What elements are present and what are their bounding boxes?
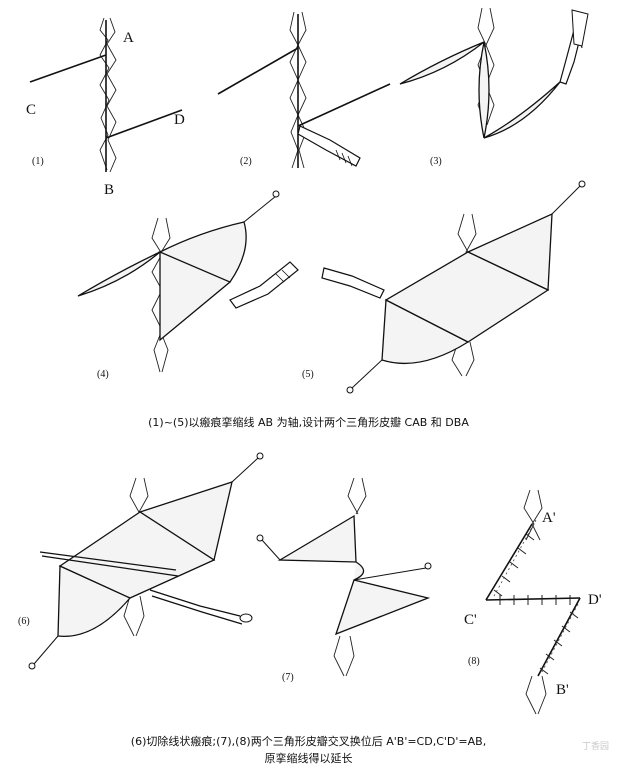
incision-bd [105, 109, 183, 139]
panel-7: (7) [256, 477, 432, 683]
incision-ca [29, 54, 107, 83]
panel-number: (3) [430, 156, 442, 167]
panel-number: (4) [97, 369, 109, 380]
flap-cab [381, 298, 470, 365]
caption-bottom-line2: 原挛缩线得以延长 [264, 752, 353, 765]
scar-excision-bed [384, 251, 550, 343]
panel-number: (7) [282, 672, 294, 683]
panel-5: (5) [302, 180, 586, 394]
caption-bottom-line1: (6)切除线状瘢痕;(7),(8)两个三角形皮瓣交叉换位后 A'B'=CD,C'… [130, 735, 487, 748]
label-b: B [104, 182, 114, 198]
incision-ca [217, 47, 299, 95]
incision-bd [297, 83, 391, 127]
label-a-prime: A' [542, 510, 556, 526]
opened-incision-ca [399, 41, 485, 85]
label-a: A [123, 30, 134, 46]
scissors-icon [149, 589, 253, 625]
label-d-prime: D' [588, 592, 602, 608]
caption-top: (1)~(5)以瘢痕挛缩线 AB 为轴,设计两个三角形皮瓣 CAB 和 DBA [148, 416, 469, 429]
flap-cab [57, 565, 132, 637]
flap-cab-outer [159, 221, 247, 283]
scalpel-icon [297, 125, 361, 167]
traction-suture [243, 195, 277, 223]
scalpel-icon [559, 9, 589, 85]
panel-number: (5) [302, 369, 314, 380]
incision-ca-open [77, 251, 161, 297]
scar-line-ab [99, 17, 117, 173]
label-c-prime: C' [464, 612, 477, 628]
scalpel-icon [321, 267, 385, 299]
panel-1: A B C D (1) [26, 17, 185, 198]
panel-4: (4) [77, 190, 299, 380]
transposed-flap-dba [277, 514, 357, 563]
label-c: C [26, 102, 36, 118]
transposed-flap-cab [334, 579, 431, 636]
sutured-z-line [485, 519, 581, 677]
forceps-icon [39, 551, 179, 577]
label-d: D [174, 112, 185, 128]
panel-number: (1) [32, 156, 44, 167]
panel-2: (2) [217, 11, 391, 169]
excised-scar-bed [58, 511, 216, 599]
panel-number: (8) [468, 656, 480, 667]
panel-number: (6) [18, 616, 30, 627]
panel-3: (3) [399, 7, 589, 167]
scar-excision-bed [159, 251, 232, 342]
opened-incision-bd [483, 81, 561, 139]
label-b-prime: B' [556, 682, 569, 698]
watermark: 丁香园 [581, 742, 609, 752]
scalpel-icon [229, 261, 299, 309]
panel-8: A' B' C' D' (8) [464, 489, 602, 715]
panel-number: (2) [240, 156, 252, 167]
panel-6: (6) [18, 452, 264, 670]
